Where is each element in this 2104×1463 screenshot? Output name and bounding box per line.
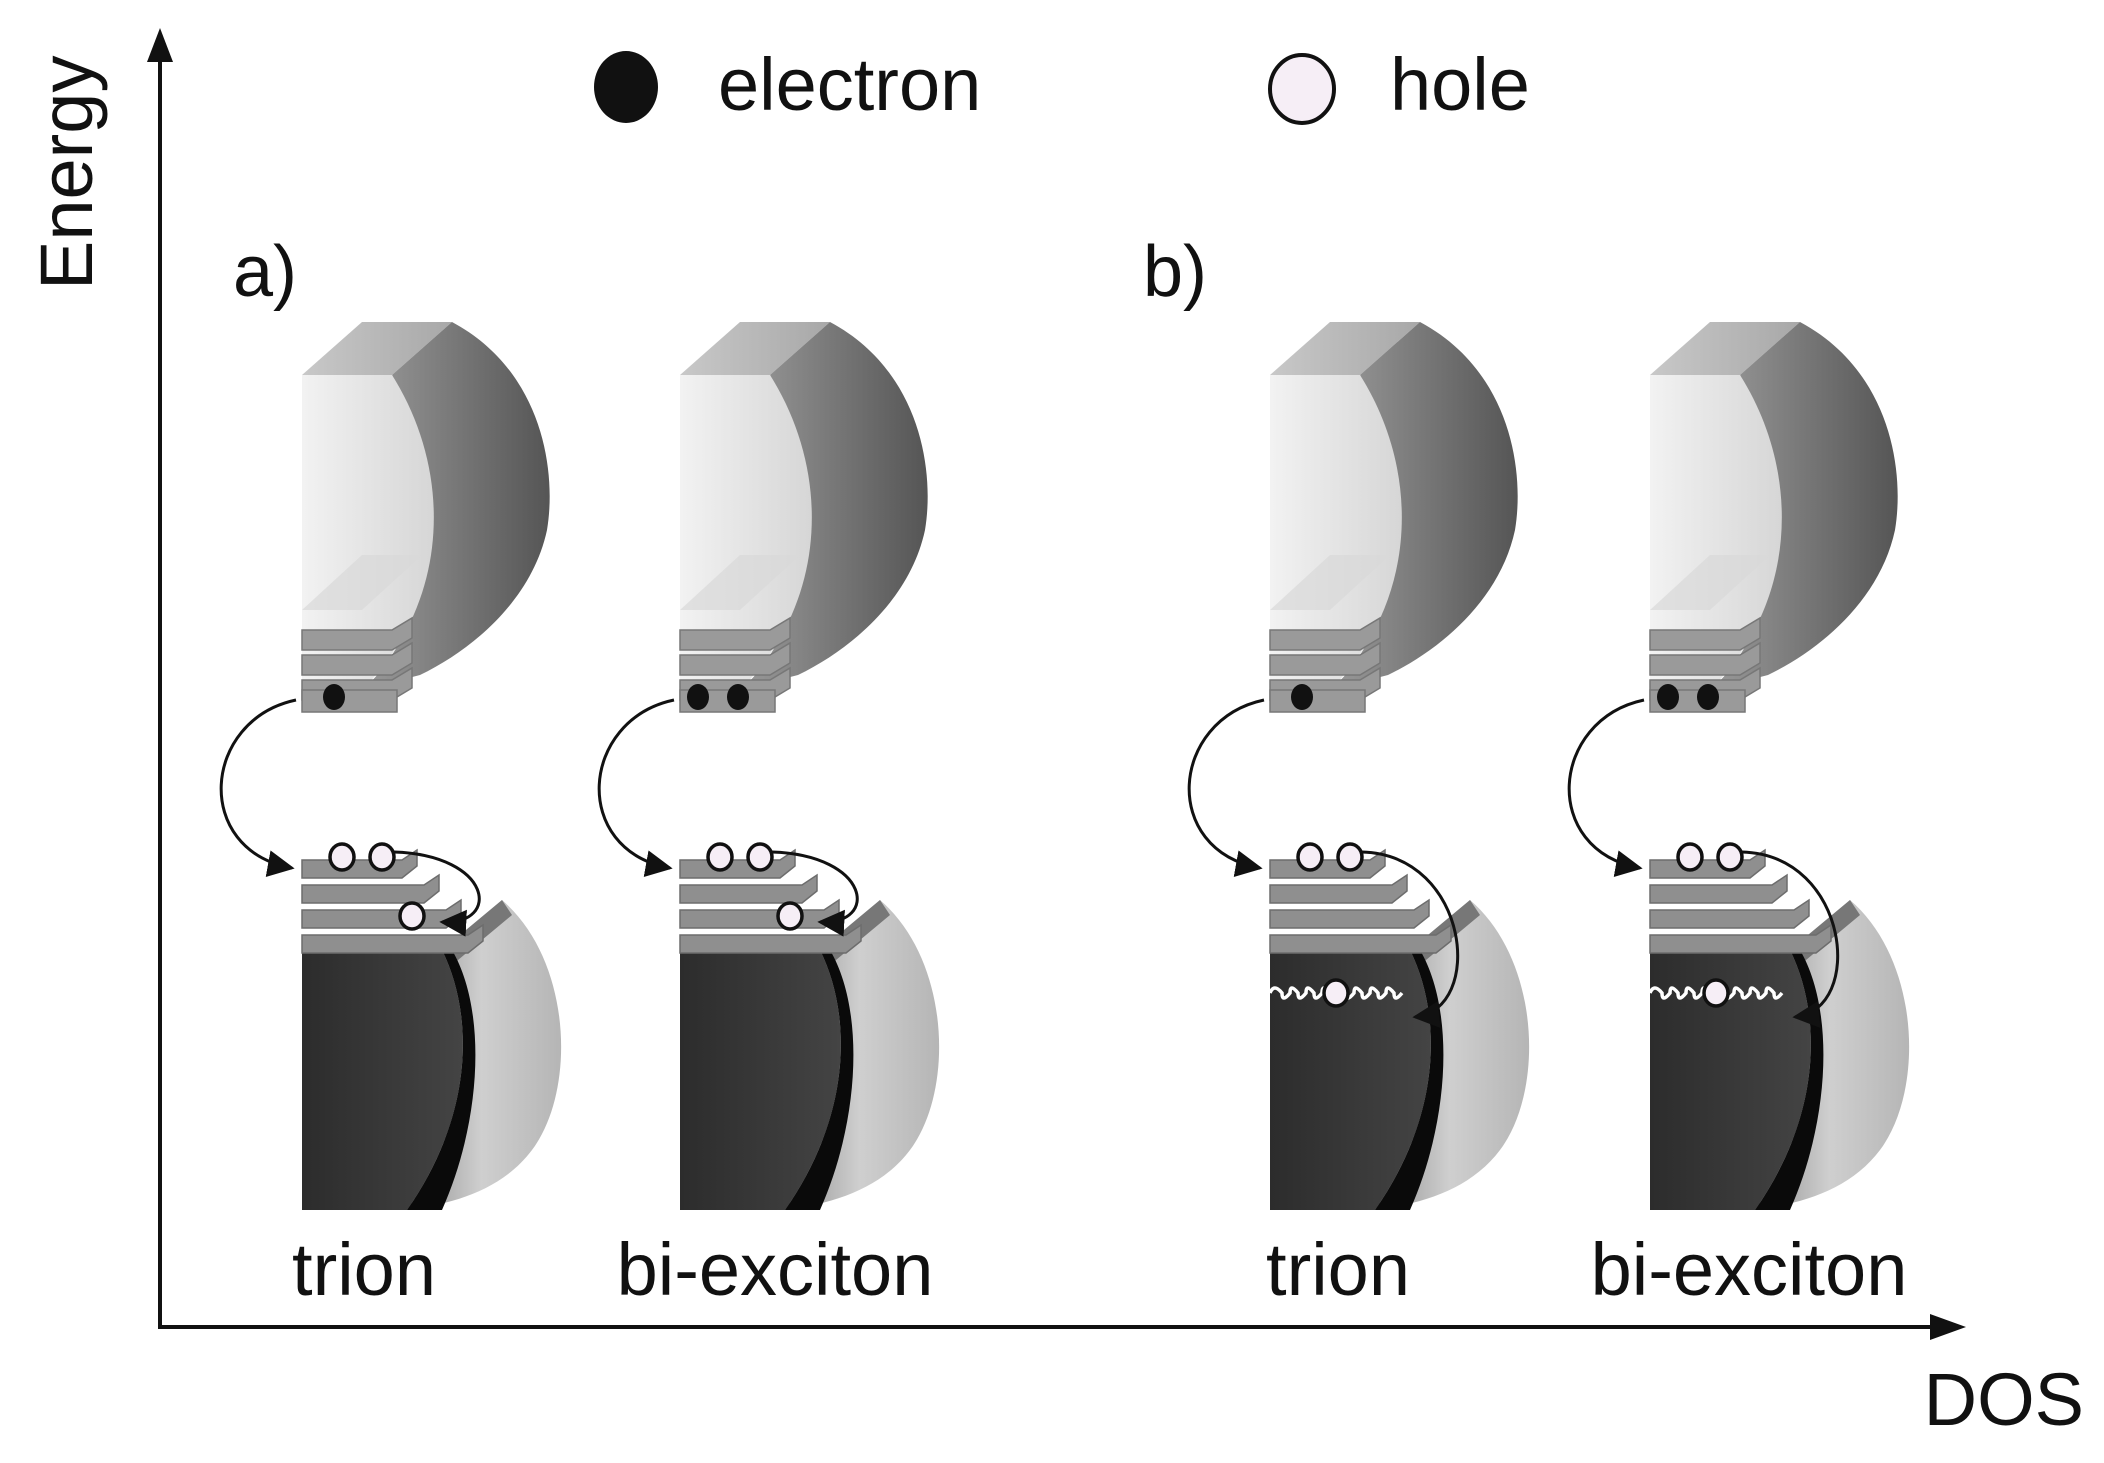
valence-level-1 xyxy=(301,848,418,879)
diagram-label: bi-exciton xyxy=(1591,1228,1908,1311)
electron xyxy=(687,684,709,710)
conduction-ground-level xyxy=(1269,689,1366,713)
valence-band-side xyxy=(402,900,562,1210)
conduction-band-inner-shade xyxy=(680,555,800,610)
conduction-level-2 xyxy=(1649,641,1761,676)
recombination-arrow xyxy=(1567,698,1645,877)
valence-level-2 xyxy=(1269,873,1408,904)
dos-sketch-a-2: bi-exciton xyxy=(597,322,940,1311)
electron-legend-icon xyxy=(594,51,658,123)
recombination-arrow xyxy=(1187,698,1265,877)
conduction-band-inner-shade xyxy=(302,555,422,610)
diagram-label: bi-exciton xyxy=(617,1228,934,1311)
conduction-band-top xyxy=(1270,322,1420,375)
axes: Energy DOS xyxy=(25,28,2084,1441)
valence-band-face xyxy=(1270,950,1431,1210)
valence-level-4 xyxy=(301,923,484,954)
hole xyxy=(1702,978,1730,1008)
hole xyxy=(746,842,774,872)
valence-band-face xyxy=(302,950,463,1210)
valence-band-face xyxy=(1650,950,1811,1210)
valence-level-1 xyxy=(1649,848,1766,879)
conduction-band-top xyxy=(302,322,452,375)
electron xyxy=(1697,684,1719,710)
conduction-band-face xyxy=(1650,375,1782,690)
conduction-level-2 xyxy=(679,641,791,676)
hole xyxy=(1336,842,1364,872)
conduction-level-2 xyxy=(301,641,413,676)
valence-level-3 xyxy=(1269,898,1430,929)
valence-level-4 xyxy=(679,923,862,954)
energy-axis-label: Energy xyxy=(25,56,108,290)
auger-arrow xyxy=(771,850,859,937)
valence-level-4 xyxy=(1269,923,1452,954)
hole xyxy=(1716,842,1744,872)
dos-axis-label: DOS xyxy=(1924,1358,2084,1441)
valence-level-3 xyxy=(301,898,462,929)
diagram-label: trion xyxy=(1266,1228,1410,1311)
hole xyxy=(1296,842,1324,872)
conduction-band-inner-shade xyxy=(1650,555,1770,610)
conduction-level-1 xyxy=(1269,616,1381,651)
valence-band-shadow xyxy=(1755,950,1824,1210)
auger-arrow xyxy=(393,850,481,937)
hole xyxy=(1676,842,1704,872)
auger-arrow xyxy=(1741,850,1840,1028)
energy-axis-arrowhead xyxy=(147,28,173,62)
electron-legend-label: electron xyxy=(718,43,981,126)
conduction-level-1 xyxy=(1649,616,1761,651)
hole-legend-label: hole xyxy=(1390,43,1530,126)
valence-level-1 xyxy=(679,848,796,879)
electron xyxy=(1657,684,1679,710)
hole xyxy=(328,842,356,872)
valence-band-face xyxy=(680,950,841,1210)
auger-arrow xyxy=(1361,850,1460,1028)
valence-band-side xyxy=(780,900,940,1210)
conduction-level-1 xyxy=(301,616,413,651)
hole xyxy=(1322,978,1350,1008)
diagram-label: trion xyxy=(292,1228,436,1311)
conduction-band-top xyxy=(680,322,830,375)
recombination-arrow xyxy=(219,698,297,877)
electron xyxy=(323,684,345,710)
dos-sketch-a-1: trion xyxy=(219,322,562,1311)
hole xyxy=(706,842,734,872)
valence-level-2 xyxy=(301,873,440,904)
hole xyxy=(776,901,804,931)
dos-axis-arrowhead xyxy=(1930,1314,1966,1340)
panel-b-label: b) xyxy=(1143,232,1207,312)
conduction-band-face xyxy=(302,375,434,690)
hole xyxy=(398,901,426,931)
conduction-band-face xyxy=(680,375,812,690)
valence-band-shadow xyxy=(1375,950,1444,1210)
valence-band-shadow xyxy=(407,950,476,1210)
hole-legend-icon xyxy=(1268,53,1336,125)
conduction-band-inner-shade xyxy=(1270,555,1390,610)
valence-level-2 xyxy=(679,873,818,904)
conduction-level-2 xyxy=(1269,641,1381,676)
valence-level-2 xyxy=(1649,873,1788,904)
dos-sketch-b-2: bi-exciton xyxy=(1567,322,1910,1311)
conduction-level-1 xyxy=(679,616,791,651)
conduction-band-face xyxy=(1270,375,1402,690)
hole xyxy=(368,842,396,872)
valence-band-side xyxy=(1370,900,1530,1210)
valence-level-4 xyxy=(1649,923,1832,954)
legend: electron hole xyxy=(594,43,1530,126)
valence-level-3 xyxy=(1649,898,1810,929)
electron xyxy=(1291,684,1313,710)
electron xyxy=(727,684,749,710)
panel-a-label: a) xyxy=(233,232,297,312)
valence-band-side xyxy=(1750,900,1910,1210)
valence-level-1 xyxy=(1269,848,1386,879)
dos-sketch-b-1: trion xyxy=(1187,322,1530,1311)
valence-level-3 xyxy=(679,898,840,929)
diagram-group: trion bi-exciton trion bi-exciton xyxy=(219,322,1910,1311)
conduction-ground-level xyxy=(301,689,398,713)
valence-band-shadow xyxy=(785,950,854,1210)
recombination-arrow xyxy=(597,698,675,877)
conduction-band-top xyxy=(1650,322,1800,375)
